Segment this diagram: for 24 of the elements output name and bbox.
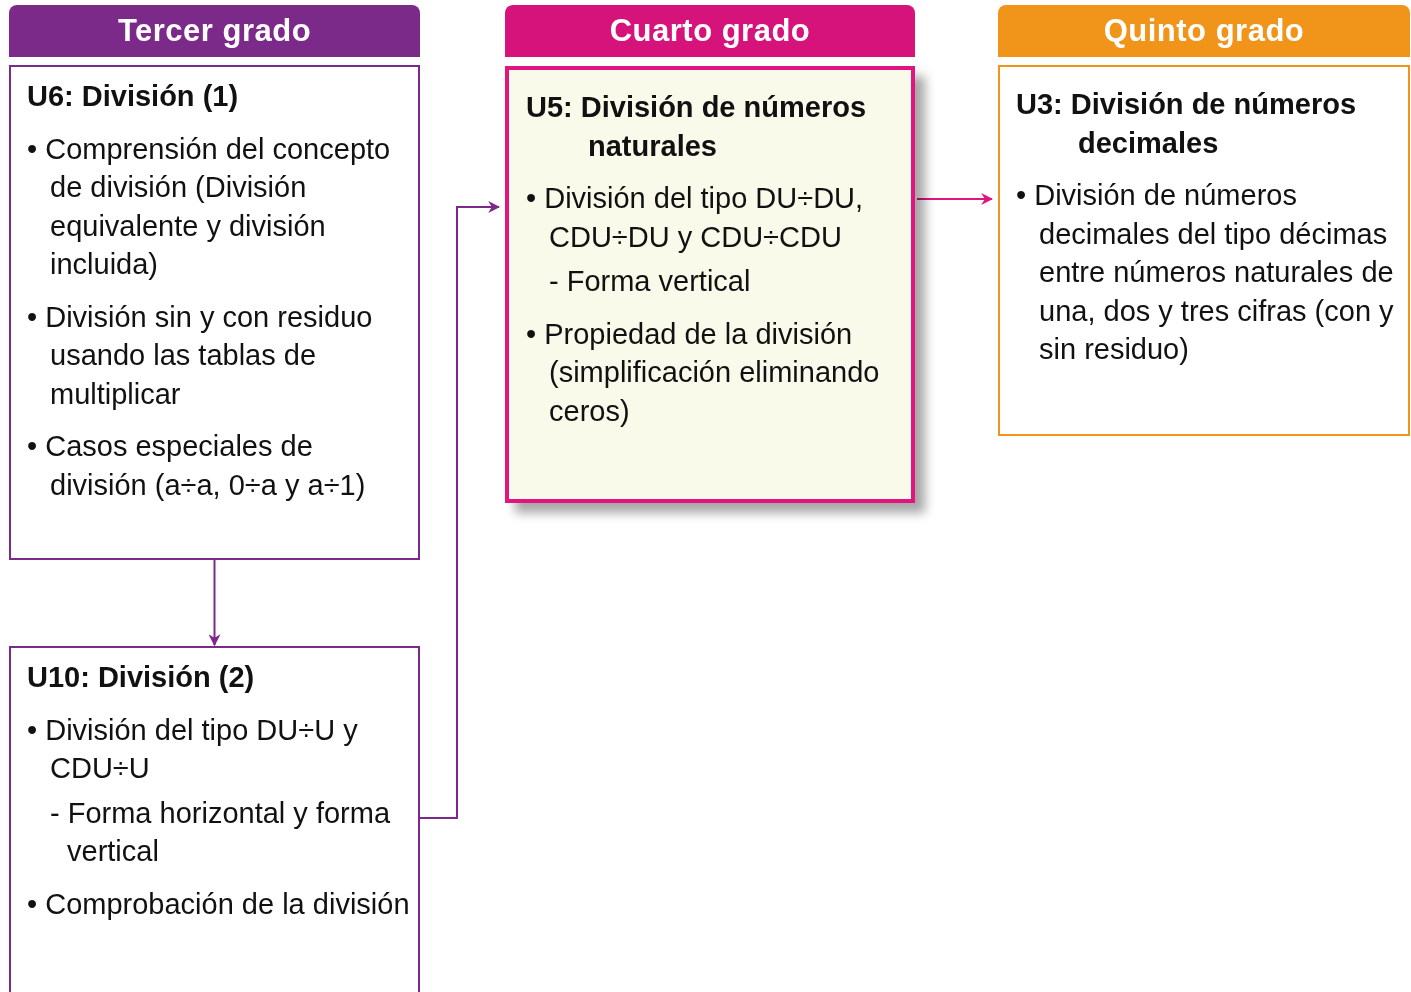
unit-title: U10: División (2) (27, 660, 256, 695)
arrow (208, 559, 221, 647)
bullet-item-text: • Propiedad de la división (simplificación eliminando ceros) (526, 316, 881, 429)
bullet-item-text: • Comprensión del concepto de división (División equivalente y división incluida) (27, 131, 392, 282)
unit-box (505, 66, 915, 503)
bullet-item-text: • Comprobación de la división (27, 886, 411, 922)
unit-box (9, 65, 420, 560)
bullet-item-text: • División del tipo DU÷U y CDU÷U (27, 712, 359, 786)
bullet-item-text: • Casos especiales de división (a÷a, 0÷a y a÷1) (27, 429, 367, 503)
arrow (916, 193, 994, 205)
unit-title: U3: División de números decimales (1016, 87, 1357, 161)
unit-title: U6: División (1) (27, 79, 240, 114)
sub-item-text: - Forma horizontal y forma vertical (50, 795, 392, 869)
arrow (419, 201, 501, 819)
grade-header: Cuarto grado (505, 5, 915, 57)
bullet-item-text: • División sin y con residuo usando las tablas de multiplicar (27, 299, 374, 412)
bullet-item-text: • División del tipo DU÷DU, CDU÷DU y CDU÷CDU (526, 181, 865, 255)
grade-header: Quinto grado (998, 5, 1410, 57)
unit-box (998, 65, 1410, 436)
grade-header: Tercer grado (9, 5, 420, 57)
unit-title: U5: División de números naturales (526, 90, 867, 164)
sub-item-text: - Forma vertical (549, 264, 752, 299)
bullet-item-text: • División de números decimales del tipo décimas entre números naturales de una, dos y tres cifras (con y sin residuo) (1016, 178, 1395, 367)
unit-box (9, 646, 420, 992)
